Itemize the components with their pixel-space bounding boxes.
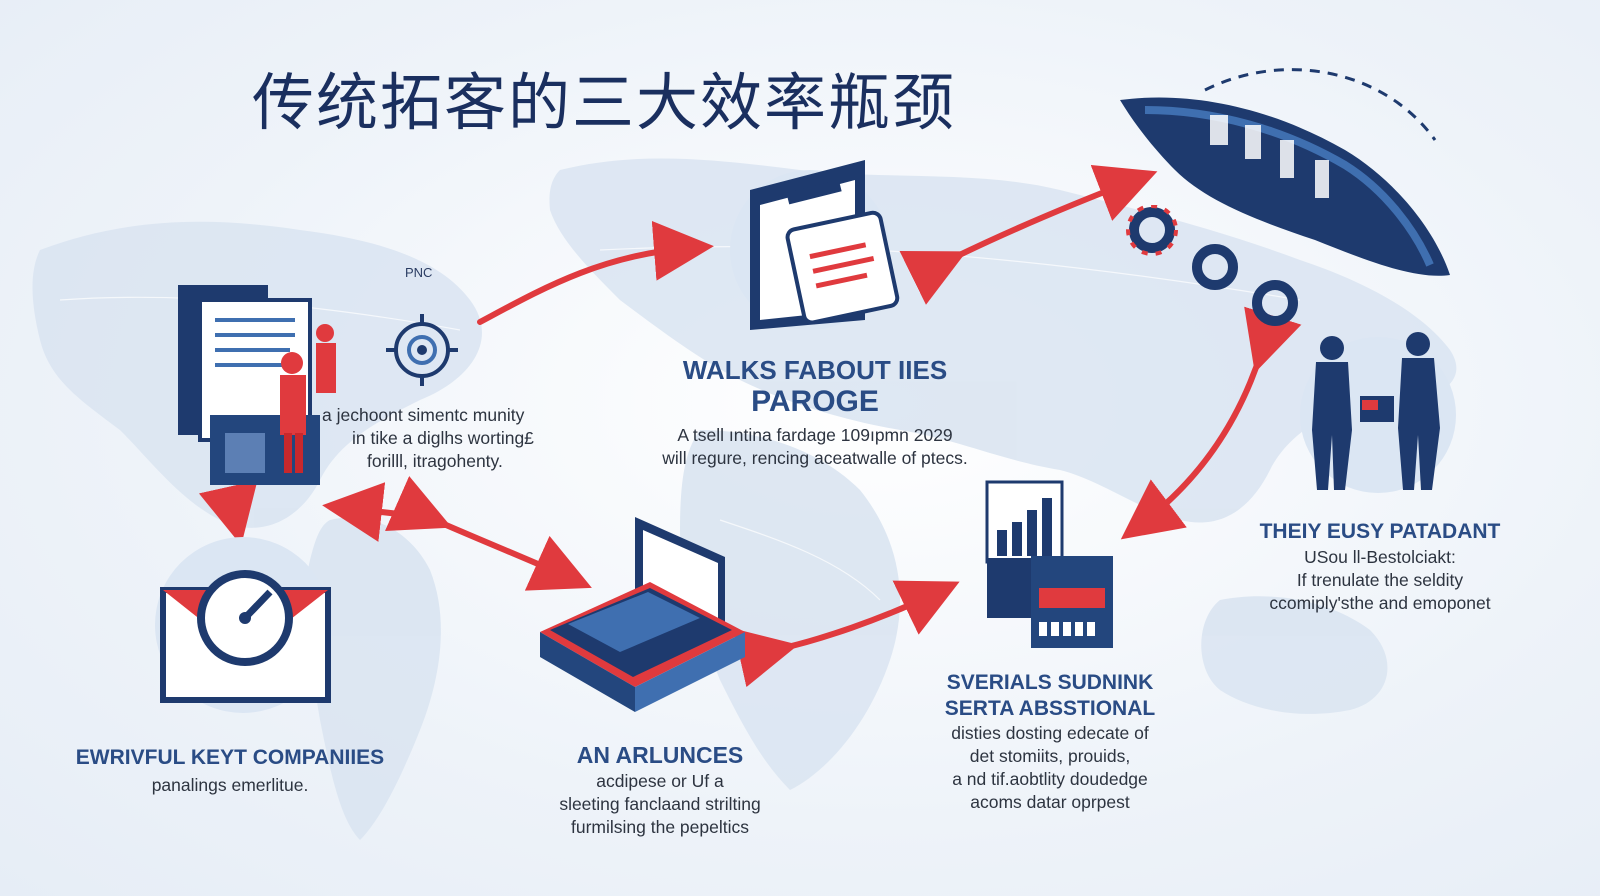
- arrow-plane-to-right: [1120, 306, 1302, 540]
- text-line: If trenulate the seldity: [1296, 570, 1464, 590]
- arrow-laptop-link: [384, 476, 592, 591]
- heading-line: SERTA ABSSTIONAL: [944, 697, 1156, 720]
- text-line: will regure, rencing aceatwalle of ptecs…: [662, 448, 968, 468]
- heading-line: SVERIALS SUDNINK: [946, 671, 1154, 694]
- business-people-icon: [1300, 332, 1456, 493]
- speedometer-envelope-icon: [155, 537, 331, 713]
- arrow-laptop-to-chart: [733, 580, 960, 688]
- node-bottom-left-text: panalings emerlitue.: [40, 774, 420, 797]
- text-line: forilll, itragohenty.: [367, 451, 503, 471]
- gear-icon: [1126, 205, 1298, 326]
- node-right-text: USou ll-Bestolciakt: If trenulate the se…: [1240, 546, 1520, 615]
- compass-icon: [386, 314, 458, 386]
- arrow-down-to-speedometer: [198, 480, 258, 546]
- text-line: in tike a diglhs worting£: [352, 428, 534, 448]
- documents-people-icon: [178, 285, 336, 485]
- node-bottom-right-heading: SVERIALS SUDNINK SERTA ABSSTIONAL: [900, 670, 1200, 722]
- node-top-left-text: a jechoont simentc munity in tike a digl…: [322, 404, 534, 473]
- text-line: panalings emerlitue.: [151, 775, 309, 795]
- heading-line: PAROGE: [751, 385, 879, 418]
- page-title: 传统拓客的三大效率瓶颈: [252, 66, 957, 139]
- text-line: furmilsing the pepeltics: [571, 817, 749, 837]
- node-bottom-center-heading: AN ARLUNCES: [576, 742, 744, 768]
- node-bottom-left-heading: EWRIVFUL KEYT COMPANIIES: [75, 746, 385, 769]
- text-line: acoms datar oprpest: [970, 792, 1130, 812]
- text-line: a nd tif.aobtlity doudedge: [952, 769, 1148, 789]
- text-line: a jechoont simentc munity: [322, 405, 525, 425]
- text-line: A tsell ıntina fardage 109ıpmn 2029: [677, 425, 953, 445]
- node-bottom-right-text: disties dosting edecate of det stomiits,…: [900, 722, 1200, 814]
- text-line: ccomiply'sthe and emoponet: [1269, 593, 1491, 613]
- text-line: acdipese or Uf a: [596, 771, 724, 791]
- text-line: disties dosting edecate of: [951, 723, 1149, 743]
- text-line: USou ll-Bestolciakt:: [1304, 547, 1456, 567]
- arrow-topcenter-to-plane: [899, 164, 1158, 305]
- chart-card-icon: [985, 480, 1113, 648]
- airplane-wing-icon: [1120, 68, 1450, 276]
- node-top-center-text: A tsell ıntina fardage 109ıpmn 2029 will…: [605, 424, 1025, 470]
- node-bottom-center-text: acdipese or Uf a sleeting fanclaand stri…: [500, 770, 820, 839]
- text-line: sleeting fanclaand strilting: [559, 794, 761, 814]
- node-top-center-heading: WALKS FABOUT IIES PAROGE: [600, 354, 1030, 418]
- arrow-topleft-to-topcenter: [477, 220, 714, 325]
- laptop-card-icon: [540, 517, 745, 712]
- browser-document-icon: [730, 160, 900, 330]
- text-line: det stomiits, prouids,: [969, 746, 1131, 766]
- node-right-heading: THEIY EUSY PATADANT: [1259, 520, 1501, 543]
- arrow-to-topleft-from-center: [322, 482, 411, 542]
- pnc-label: PNC: [405, 265, 433, 280]
- heading-line: WALKS FABOUT IIES: [682, 355, 948, 385]
